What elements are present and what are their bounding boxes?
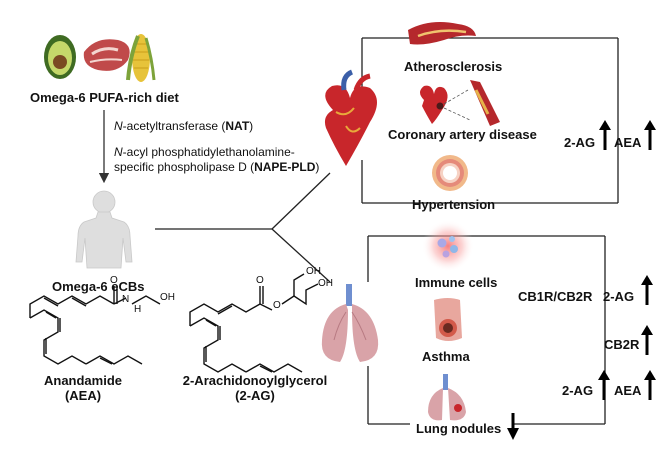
coronary-heart-icon — [420, 80, 500, 126]
lung-bracket — [367, 235, 606, 425]
two-ag-structure — [189, 273, 319, 373]
condition-hypertension: Hypertension — [412, 197, 496, 212]
condition-atherosclerosis: Atherosclerosis — [404, 59, 503, 74]
nat-abbr: NAT — [225, 119, 250, 133]
napepld-text-line2: specific phospholipase D ( — [114, 160, 255, 174]
vessel-cross-section-icon — [432, 155, 468, 191]
lungs-icon — [321, 284, 379, 362]
napepld-abbr: NAPE-PLD — [254, 160, 316, 174]
airway-icon — [434, 298, 462, 341]
small-lungs-icon — [428, 374, 466, 421]
napepld-close: ) — [315, 160, 320, 174]
nat-text: -acetyltransferase ( — [122, 119, 226, 133]
ecbs-title: Omega-6 eCBs — [52, 279, 145, 294]
twoag-name: 2-Arachidonoylglycerol — [182, 373, 328, 388]
branch-connector — [155, 172, 331, 283]
twoag-abbr: (2-AG) — [235, 388, 275, 403]
aea-name: Anandamide — [43, 373, 122, 388]
heart-icon — [324, 69, 377, 166]
up-arrow-icon — [598, 370, 610, 400]
twoag-o-atom: O — [256, 275, 264, 286]
napepld-text-line1: -acyl phosphatidylethanolamine- — [122, 145, 295, 159]
avocado-icon — [44, 35, 76, 79]
twoag-oh-group-1: OH — [306, 266, 321, 277]
twoag-oh-group-2: OH — [318, 278, 333, 289]
aea-h-atom: H — [134, 304, 142, 315]
condition-coronary-artery-disease: Coronary artery disease — [388, 127, 537, 142]
aea-abbr: (AEA) — [64, 388, 102, 403]
meat-icon — [83, 39, 130, 71]
condition-immune-cells: Immune cells — [415, 275, 498, 290]
lung-marker-aea-row3: AEA — [614, 383, 642, 398]
napepld-prefix: N — [114, 145, 123, 159]
immune-cells-icon — [422, 220, 474, 272]
human-body-icon — [75, 190, 133, 269]
up-arrow-icon — [644, 120, 656, 150]
lung-marker-cb1r-cb2r: CB1R/CB2R — [518, 289, 593, 304]
lung-marker-cb2r: CB2R — [604, 337, 640, 352]
cardio-marker-2ag: 2-AG — [564, 135, 596, 150]
lung-marker-2ag-row3: 2-AG — [562, 383, 594, 398]
twoag-ester-o-atom: O — [273, 300, 281, 311]
nat-close: ) — [249, 119, 254, 133]
condition-lung-nodules: Lung nodules — [416, 421, 502, 436]
condition-asthma: Asthma — [422, 349, 470, 364]
aea-n-atom: N — [122, 294, 130, 305]
diet-title: Omega-6 PUFA-rich diet — [30, 90, 179, 105]
artery-icon — [408, 22, 476, 45]
up-arrow-icon — [641, 325, 653, 355]
nat-enzyme-label: N-acetyltransferase (NAT) — [114, 119, 254, 134]
up-arrow-icon — [644, 370, 656, 400]
aea-oh-group: OH — [160, 292, 175, 303]
aea-o-atom: O — [110, 275, 118, 286]
down-arrow-icon — [507, 413, 519, 440]
lung-marker-2ag-row1: 2-AG — [603, 289, 635, 304]
napepld-enzyme-label-line1: N-acyl phosphatidylethanolamine- — [114, 145, 295, 160]
up-arrow-icon — [599, 120, 611, 150]
corn-icon — [126, 34, 156, 82]
napepld-enzyme-label-line2: specific phospholipase D (NAPE-PLD) — [114, 160, 320, 175]
up-arrow-icon — [641, 275, 653, 305]
nat-prefix: N — [114, 119, 123, 133]
anandamide-structure — [29, 286, 161, 365]
cardio-marker-aea: AEA — [614, 135, 642, 150]
